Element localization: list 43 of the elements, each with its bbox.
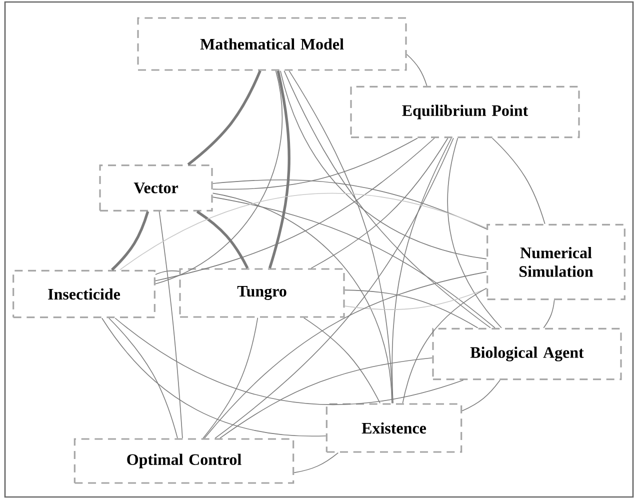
link-curve [111, 211, 150, 271]
link-curve [187, 70, 262, 166]
link-curve [108, 318, 178, 439]
link-curve [114, 318, 464, 406]
link-curve [543, 300, 555, 328]
keyword-box: Existence [326, 403, 462, 453]
link-curve [303, 317, 380, 404]
link-curve [280, 70, 487, 260]
link-curve [214, 138, 454, 439]
link-curve [447, 138, 502, 328]
keyword-box: Insecticide [12, 270, 156, 318]
link-curve [212, 179, 487, 230]
link-curve [120, 192, 487, 270]
link-curve [310, 138, 448, 269]
link-curve [344, 288, 487, 310]
link-curve [406, 54, 428, 86]
keyword-box: Mathematical Model [137, 17, 407, 71]
link-curve [155, 70, 283, 284]
link-curve [212, 138, 418, 190]
link-curve [102, 318, 326, 436]
keyword-box: Vector [99, 164, 213, 212]
link-curve [155, 138, 435, 282]
link-curve [202, 317, 258, 439]
keyword-box: Optimal Control [74, 438, 294, 484]
link-curve [204, 272, 487, 439]
link-curve [212, 196, 496, 328]
link-curve [155, 270, 180, 275]
link-curve [212, 192, 392, 404]
link-curve [284, 70, 491, 328]
link-curve [462, 380, 500, 412]
keyword-box: Numerical Simulation [486, 224, 626, 300]
link-curve [344, 290, 478, 328]
link-curve [392, 138, 452, 404]
link-curve [220, 357, 433, 439]
link-curve [268, 70, 290, 269]
link-curve [294, 452, 339, 474]
link-curve [402, 288, 487, 404]
link-curve [196, 210, 249, 269]
link-curve [158, 211, 183, 439]
keyword-box: Biological Agent [432, 328, 622, 380]
keyword-box: Equilibrium Point [350, 86, 580, 138]
keyword-box: Tungro [179, 268, 345, 318]
link-curve [492, 138, 546, 224]
